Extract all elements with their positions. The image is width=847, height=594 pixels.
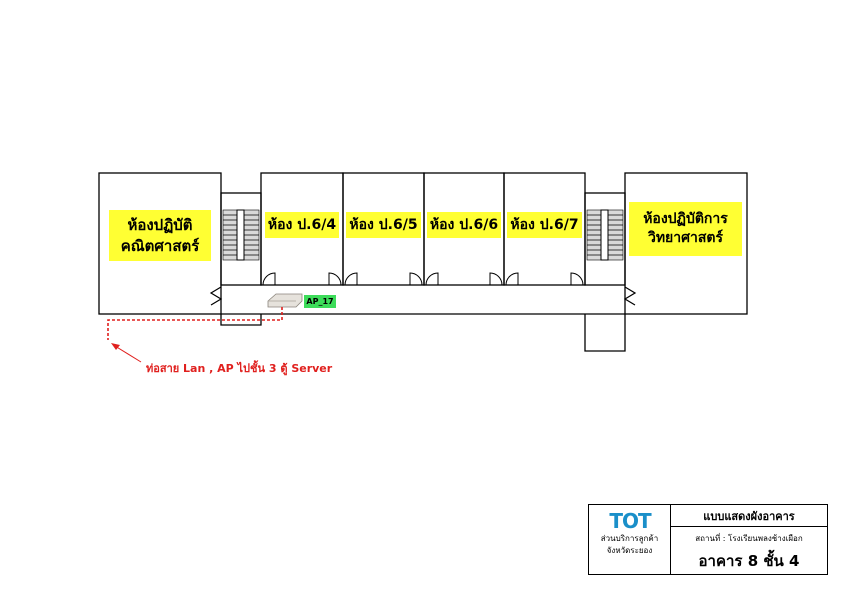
end-doors	[209, 286, 637, 306]
building-outline	[98, 172, 748, 352]
room-label-science-lab-line1: ห้องปฏิบัติการ	[643, 211, 728, 228]
room-label-p6-4: ห้อง ป.6/4	[265, 212, 339, 238]
room-label-math-lab: ห้องปฏิบัติ คณิตศาสตร์	[109, 210, 211, 261]
tot-logo-text: TOT	[609, 511, 652, 531]
tot-logo-icon: TOT	[609, 511, 653, 531]
cable-route	[107, 307, 283, 363]
title-block: TOT ส่วนบริการลูกค้า จังหวัดระยอง แบบแสด…	[588, 504, 828, 575]
ap-device-icon	[267, 293, 303, 308]
room-label-math-lab-line1: ห้องปฏิบัติ	[127, 216, 193, 235]
room-label-p6-6: ห้อง ป.6/6	[427, 212, 501, 238]
door-swings	[262, 272, 584, 286]
room-label-math-lab-line2: คณิตศาสตร์	[120, 236, 200, 255]
room-label-science-lab-line2: วิทยาศาสตร์	[647, 230, 724, 246]
stairs-right	[586, 209, 624, 261]
room-label-p6-7: ห้อง ป.6/7	[507, 212, 582, 238]
title-block-info: แบบแสดงผังอาคาร สถานที่ : โรงเรียนพลงช้า…	[671, 505, 827, 574]
plan-location: สถานที่ : โรงเรียนพลงช้างเผือก	[695, 534, 803, 543]
title-block-org: TOT ส่วนบริการลูกค้า จังหวัดระยอง	[589, 505, 671, 574]
plan-title: แบบแสดงผังอาคาร	[671, 505, 827, 527]
cable-note: ท่อสาย Lan , AP ไปชั้น 3 ตู้ Server	[146, 362, 333, 375]
plan-building: อาคาร 8 ชั้น 4	[698, 552, 800, 570]
stairs-left	[222, 209, 260, 261]
room-label-science-lab: ห้องปฏิบัติการ วิทยาศาสตร์	[629, 202, 742, 256]
ap-label: AP_17	[304, 295, 336, 308]
org-name: ส่วนบริการลูกค้า จังหวัดระยอง	[601, 533, 658, 556]
org-line2: จังหวัดระยอง	[606, 545, 653, 555]
room-label-p6-5: ห้อง ป.6/5	[346, 212, 421, 238]
org-line1: ส่วนบริการลูกค้า	[600, 534, 659, 543]
